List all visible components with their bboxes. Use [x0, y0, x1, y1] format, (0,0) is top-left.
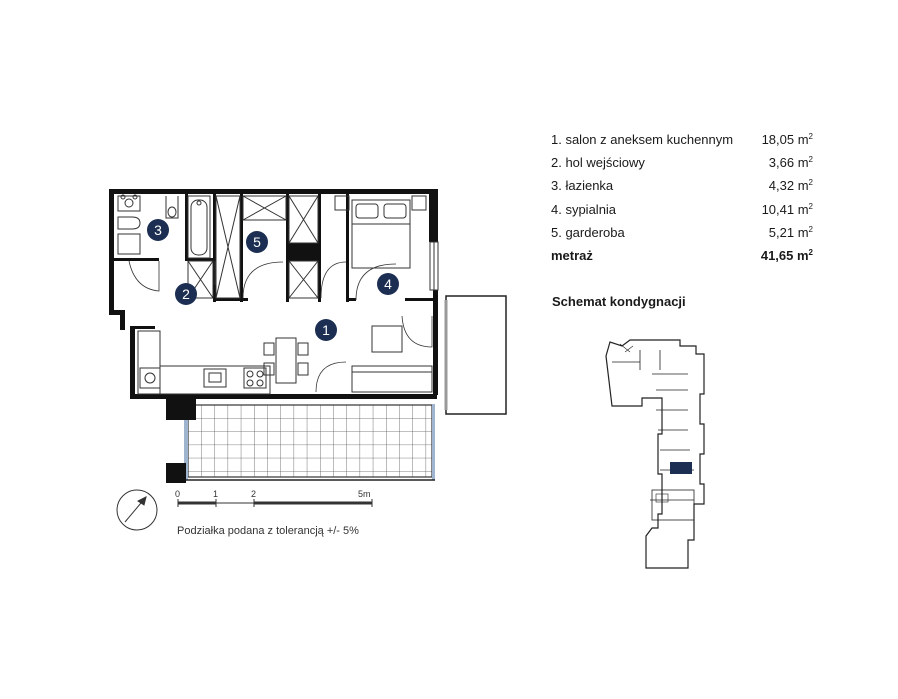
compass-icon [116, 489, 158, 531]
badge-room-1 [315, 319, 337, 341]
walls [109, 189, 438, 483]
living-furniture [137, 315, 433, 395]
total-area: 41,65 m2 [760, 247, 813, 263]
room-row-4: 4. sypialnia 10,41 m2 [551, 202, 813, 225]
scale-bar [177, 499, 373, 507]
room-row-1: 1. salon z aneksem kuchennym 18,05 m2 [551, 132, 813, 155]
side-balcony [445, 295, 507, 415]
room-area: 3,66 m2 [768, 155, 813, 171]
room-badges: 1 2 3 4 5 [147, 219, 399, 341]
room-row-5: 5. garderoba 5,21 m2 [551, 225, 813, 248]
scale-tick: 0 [175, 489, 181, 499]
window [429, 241, 439, 291]
badge-label: 4 [384, 276, 392, 292]
building-schema [605, 339, 705, 569]
room-area: 4,32 m2 [768, 178, 813, 194]
room-label: 4. sypialnia [551, 201, 617, 217]
room-label: 2. hol wejściowy [551, 155, 645, 171]
room-row-3: 3. łazienka 4,32 m2 [551, 178, 813, 201]
scale-tick: 1 [213, 489, 219, 499]
room-row-2: 2. hol wejściowy 3,66 m2 [551, 155, 813, 178]
badge-room-3 [147, 219, 169, 241]
badge-room-2 [175, 283, 197, 305]
room-area: 18,05 m2 [761, 132, 813, 147]
terrace [184, 404, 435, 481]
badge-label: 2 [182, 286, 190, 302]
room-area: 5,21 m2 [768, 224, 813, 240]
total-area-row: metraż 41,65 m2 [551, 248, 813, 271]
scale-tick: 2 [251, 489, 257, 499]
schema-title: Schemat kondygnacji [552, 294, 686, 309]
badge-room-4 [377, 273, 399, 295]
badge-label: 5 [253, 234, 261, 250]
scale-tick: 5m [358, 489, 371, 499]
bathroom-fixtures [117, 194, 216, 292]
badge-label: 3 [154, 222, 162, 238]
room-label: 1. salon z aneksem kuchennym [551, 132, 734, 147]
wardrobe [187, 195, 347, 299]
room-list: 1. salon z aneksem kuchennym 18,05 m2 2.… [551, 132, 813, 271]
apartment-highlight [670, 462, 692, 474]
total-label: metraż [551, 247, 593, 263]
room-label: 3. łazienka [551, 178, 614, 194]
scale-note: Podziałka podana z tolerancją +/- 5% [177, 525, 359, 537]
badge-room-5 [246, 231, 268, 253]
bedroom-furniture [334, 195, 427, 301]
room-area: 10,41 m2 [761, 201, 813, 217]
badge-label: 1 [322, 322, 330, 338]
room-label: 5. garderoba [551, 224, 625, 240]
